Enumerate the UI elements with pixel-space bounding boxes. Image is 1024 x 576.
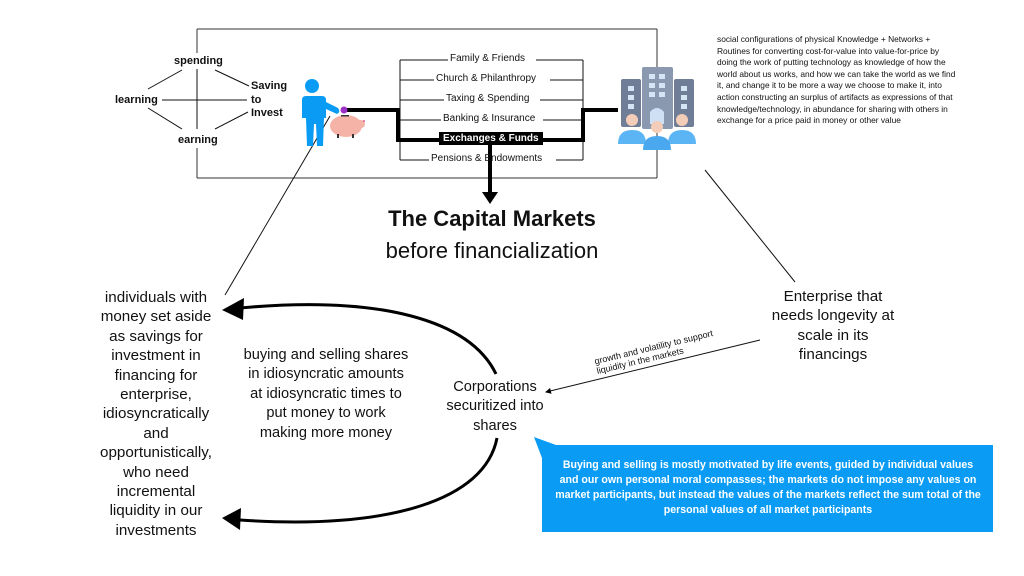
individuals-text: individuals with money set aside as savi… xyxy=(100,289,212,539)
connector-piggy-individuals xyxy=(224,115,331,296)
page-subtitle: before financialization xyxy=(385,238,599,263)
cycle-arrowhead-top xyxy=(222,298,244,320)
office-building-people-icon xyxy=(618,67,696,150)
callout-bubble xyxy=(534,437,993,532)
page-title: The Capital Markets xyxy=(388,206,596,231)
wheel-label-learning: learning xyxy=(115,94,158,106)
channel-banking-insurance: Banking & Insurance xyxy=(441,113,538,124)
channel-family-friends: Family & Friends xyxy=(448,53,528,64)
corporations-text: Corporations securitized into shares xyxy=(446,379,544,434)
channel-exchanges-funds: Exchanges & Funds xyxy=(439,132,543,145)
wheel-lines xyxy=(147,69,250,130)
channel-taxing-spending: Taxing & Spending xyxy=(444,93,532,104)
channel-pensions-endowments: Pensions & Endowments xyxy=(431,153,543,164)
growth-arrow xyxy=(545,339,761,394)
wheel-label-earning: earning xyxy=(178,134,218,146)
coin-icon xyxy=(340,106,348,114)
connector-enterprise-text xyxy=(704,169,796,283)
cycle-arc-bottom xyxy=(239,437,499,524)
callout-text: Buying and selling is mostly motivated b… xyxy=(555,459,981,516)
piggy-bank-icon xyxy=(330,115,365,138)
saving-line-3: Invest xyxy=(251,107,283,119)
wheel-label-spending: spending xyxy=(174,55,223,67)
wheel-label-saving-to-invest: Saving to Invest xyxy=(251,80,287,121)
saving-line-1: Saving xyxy=(251,80,288,92)
flow-down-arrowhead xyxy=(482,192,498,204)
channel-church-philanthropy: Church & Philanthropy xyxy=(434,73,539,84)
enterprise-text: Enterprise that needs longevity at scale… xyxy=(771,288,895,364)
saving-line-2: to xyxy=(251,93,262,106)
cycle-arc-top xyxy=(239,303,498,375)
buying-selling-text: buying and selling shares in idiosyncrat… xyxy=(243,347,409,441)
person-icon xyxy=(302,79,340,146)
enterprise-description: social configurations of physical Knowle… xyxy=(717,34,956,126)
cycle-arrowhead-bottom xyxy=(222,508,241,530)
outer-frame xyxy=(196,28,658,179)
